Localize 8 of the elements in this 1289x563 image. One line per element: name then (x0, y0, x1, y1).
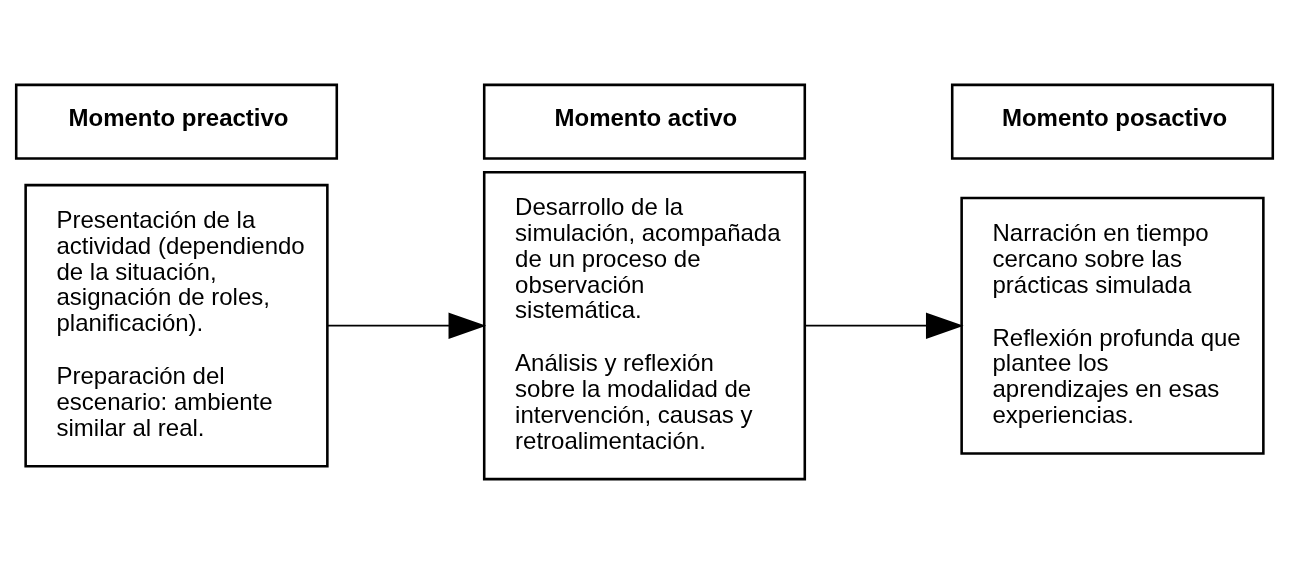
node-box: Desarrollo de la simulación, acompañada de un proceso de observación sistemática. Análisis y reflexión sobre la modalidad de intervención, causas y retroalimentación. (482, 170, 807, 480)
arrow (326, 312, 487, 339)
node-box: Presentación de la actividad (dependiendo de la situación, asignación de roles, planificación). Preparación del escenario: ambiente similar al real. (24, 183, 329, 468)
node-box: Momento activo (482, 83, 807, 160)
node-box: Momento posactivo (950, 83, 1275, 160)
arrow (804, 312, 964, 339)
node-box: Momento preactivo (14, 83, 339, 160)
node-box: Narración en tiempo cercano sobre las prácticas simulada Reflexión profunda que plantee los aprendizajes en esas experiencias. (960, 196, 1265, 455)
